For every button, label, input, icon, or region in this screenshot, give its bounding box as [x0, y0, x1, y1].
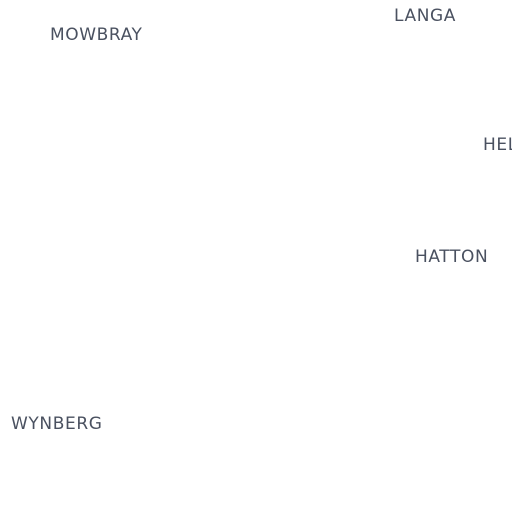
place-label-hel: HEL: [483, 135, 512, 155]
place-label-langa: LANGA: [394, 6, 457, 26]
place-label-wynberg: WYNBERG: [11, 414, 103, 434]
place-label-mowbray: MOWBRAY: [50, 25, 143, 45]
place-label-hatton: HATTON: [415, 247, 489, 267]
